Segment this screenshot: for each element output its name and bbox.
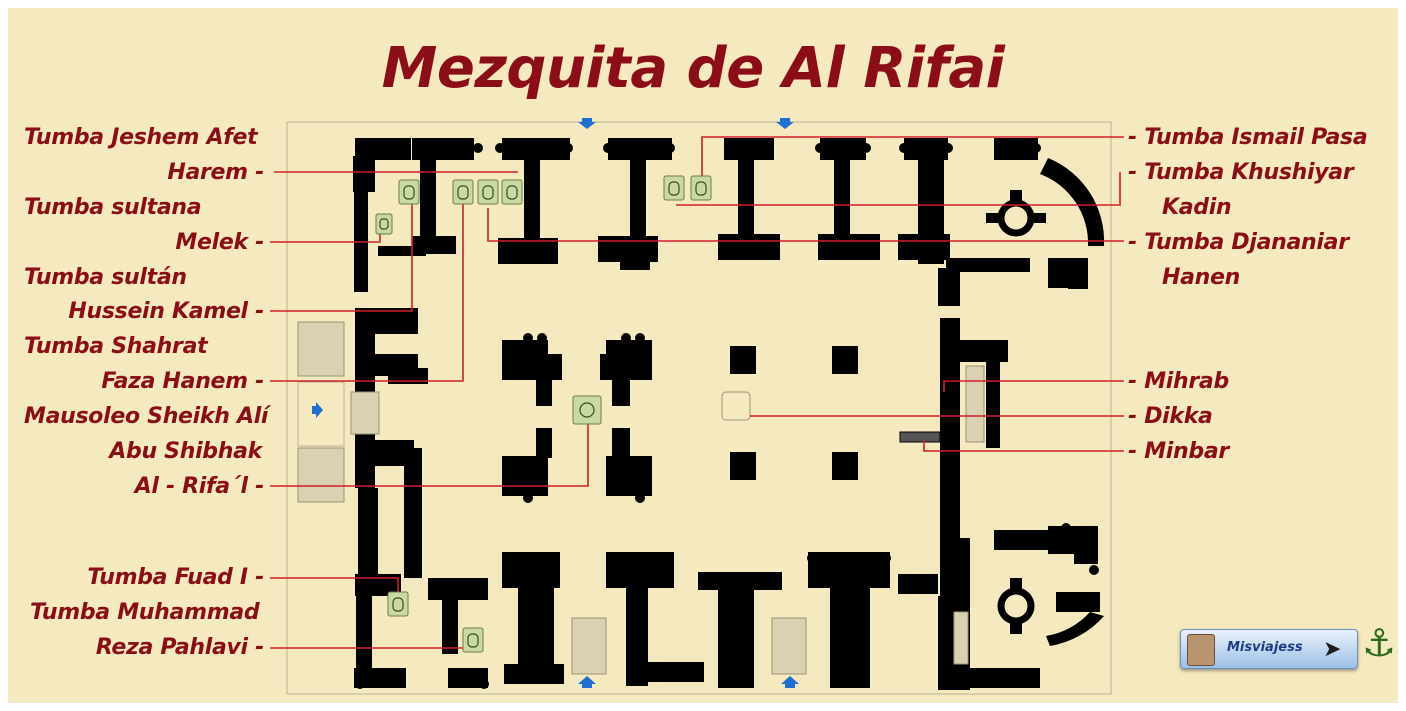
minbar-stair xyxy=(899,431,941,443)
label-dikka: - Dikka xyxy=(1128,404,1213,429)
label-tumba-shahrat: Tumba Shahrat xyxy=(24,334,208,359)
label-tumba-khushiyar: - Tumba Khushiyar xyxy=(1128,160,1354,185)
tomb-icon-marks xyxy=(379,181,707,648)
label-al-rifai: Al - Rifa´l - xyxy=(134,474,265,499)
floor-plan xyxy=(270,118,1124,695)
label-tumba-sultana: Tumba sultana xyxy=(24,195,202,220)
poster: Mezquita de Al Rifai xyxy=(8,8,1398,703)
logo-text: Misviajess xyxy=(1227,640,1303,655)
label-minbar: - Minbar xyxy=(1128,439,1229,464)
label-harem: Harem - xyxy=(167,160,264,185)
dikka-platform xyxy=(721,391,751,421)
label-tumba-djananiar: - Tumba Djananiar xyxy=(1128,230,1349,255)
label-abu-shibhak: Abu Shibhak xyxy=(109,439,262,464)
staircases xyxy=(297,321,985,675)
label-tumba-sultan: Tumba sultán xyxy=(24,265,187,290)
label-hanen: Hanen xyxy=(1162,265,1241,290)
label-melek: Melek - xyxy=(175,230,264,255)
tomb-icon xyxy=(375,175,712,653)
label-mausoleo-sheikh-ali: Mausoleo Sheikh Alí xyxy=(24,404,269,429)
site-logo: Misviajess ➤ xyxy=(1180,629,1358,669)
label-tumba-muhammad: Tumba Muhammad xyxy=(30,600,260,625)
avatar xyxy=(1187,634,1215,666)
label-reza-pahlavi: Reza Pahlavi - xyxy=(95,635,264,660)
entrance-arrow-icon xyxy=(312,118,799,688)
entrance-west-box xyxy=(297,381,345,447)
walls xyxy=(353,138,1105,690)
leader-lines xyxy=(270,136,1124,649)
hiker-icon: ⚓ xyxy=(1362,623,1397,665)
label-faza-hanem: Faza Hanem - xyxy=(101,369,264,394)
label-tumba-jeshem-afet: Tumba Jeshem Afet xyxy=(24,125,258,150)
page-title: Mezquita de Al Rifai xyxy=(381,36,1005,101)
bird-icon: ➤ xyxy=(1323,636,1342,661)
label-tumba-fuad-i: Tumba Fuad I - xyxy=(87,565,264,590)
label-hussein-kamel: Hussein Kamel - xyxy=(68,299,264,324)
label-kadin: Kadin xyxy=(1162,195,1232,220)
label-mihrab: - Mihrab xyxy=(1128,369,1229,394)
label-tumba-ismail-pasa: - Tumba Ismail Pasa xyxy=(1128,125,1368,150)
plan-boundary xyxy=(286,121,1112,695)
